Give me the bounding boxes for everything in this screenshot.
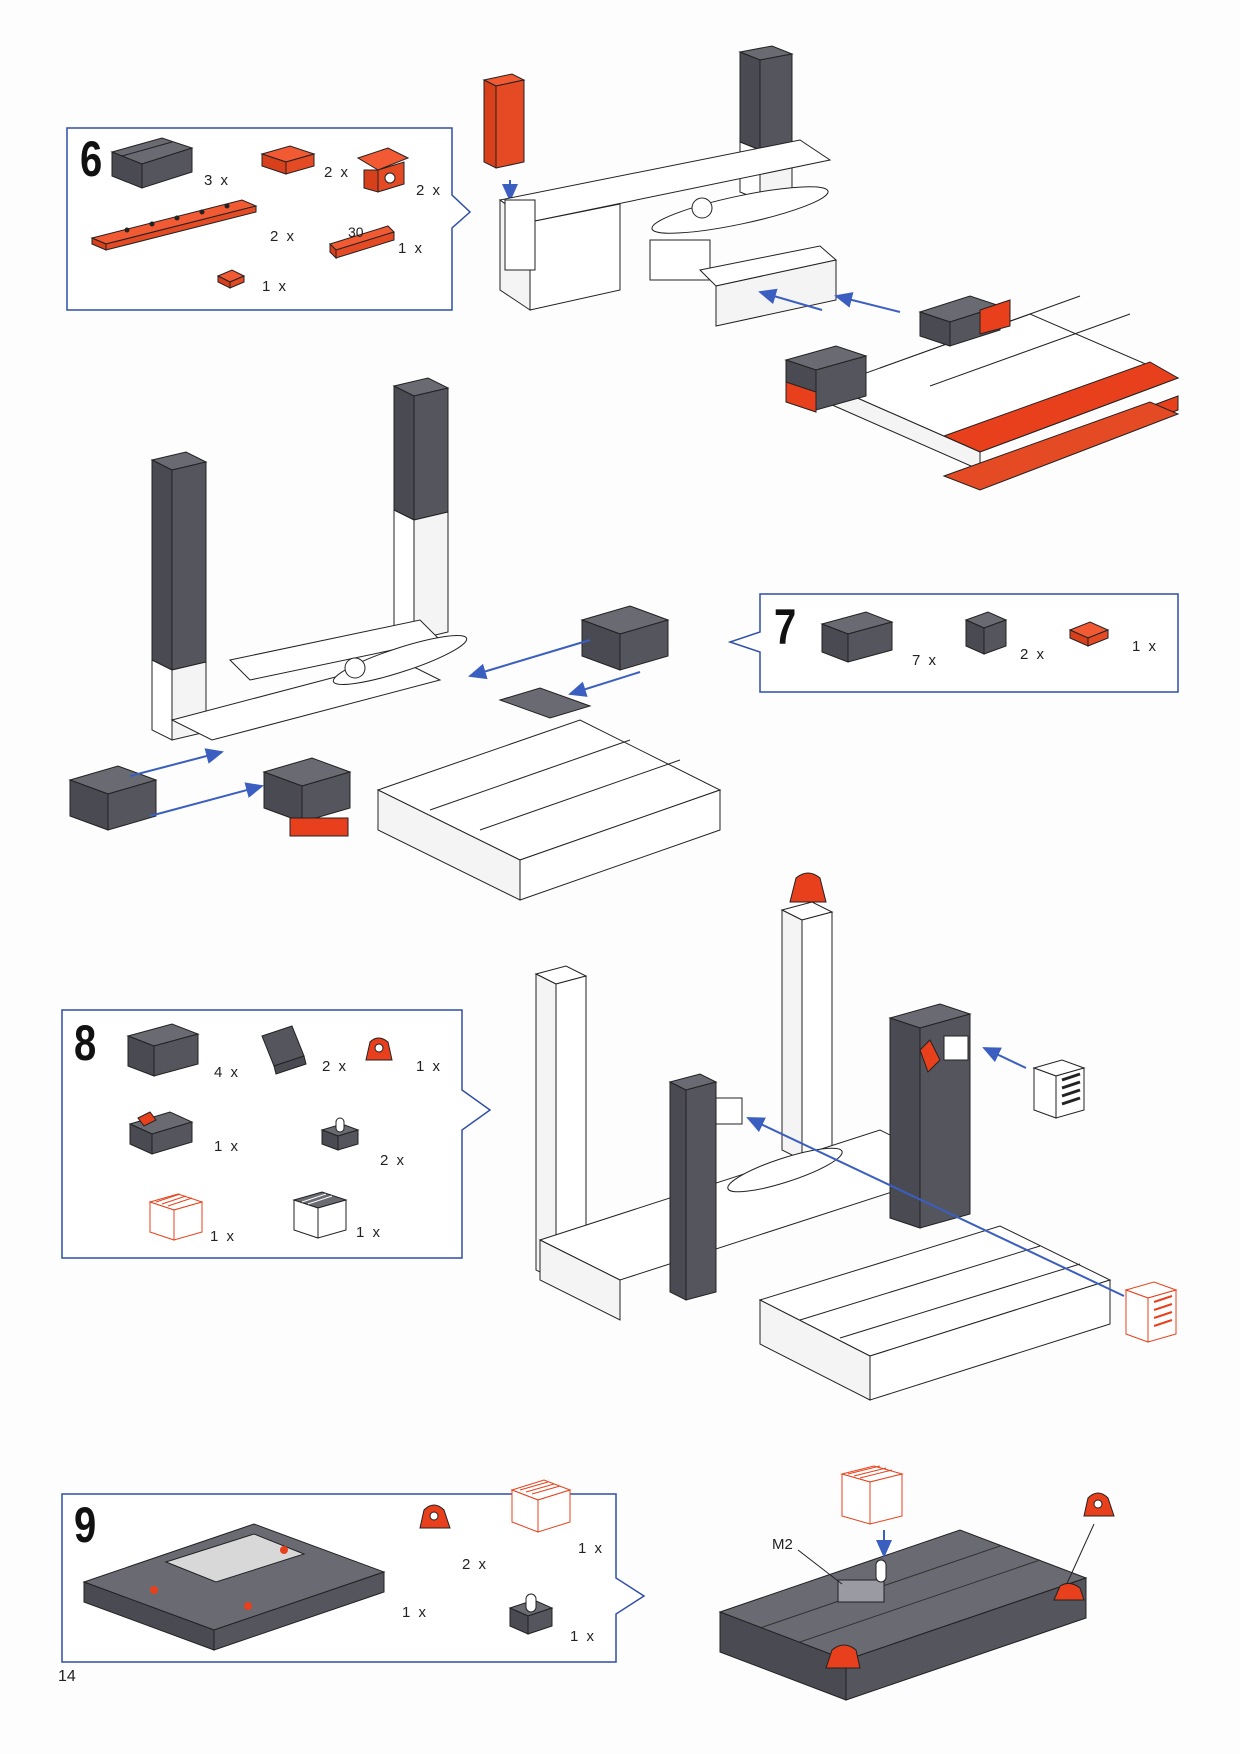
dark-building-block-icon	[126, 1023, 200, 1077]
motor-m2-label: M2	[772, 1536, 793, 1553]
part-quantity: 1 x	[578, 1540, 605, 1557]
part-quantity: 2 x	[462, 1556, 489, 1573]
part-quantity: 1 x	[214, 1138, 241, 1155]
part-quantity: 2 x	[324, 164, 351, 181]
part-quantity: 2 x	[270, 228, 297, 245]
red-light-cap-icon	[510, 1479, 572, 1533]
red-light-cap-icon	[1124, 1281, 1178, 1343]
part-quantity: 1 x	[416, 1058, 443, 1075]
part-quantity: 1 x	[356, 1224, 383, 1241]
rod-length-label: 30	[348, 224, 364, 240]
step-7-number: 7	[774, 599, 797, 655]
part-quantity: 1 x	[262, 278, 289, 295]
step-6-number: 6	[80, 131, 103, 187]
part-quantity: 1 x	[210, 1228, 237, 1245]
red-long-plate-icon	[90, 199, 258, 251]
red-small-clip-icon	[216, 269, 246, 289]
part-quantity: 3 x	[204, 172, 231, 189]
red-flat-tab-icon	[1068, 621, 1110, 647]
step-9-number: 9	[74, 1497, 97, 1553]
lamp-socket-icon	[508, 1593, 554, 1635]
step-7-parts-box	[727, 593, 1179, 693]
part-quantity: 1 x	[1132, 638, 1159, 655]
part-quantity: 1 x	[398, 240, 425, 257]
part-quantity: 4 x	[214, 1064, 241, 1081]
step-8-number: 8	[74, 1015, 97, 1071]
part-quantity: 1 x	[570, 1628, 597, 1645]
red-connector-piece-icon	[260, 145, 316, 175]
page-number: 14	[58, 1668, 76, 1685]
dark-building-block-icon	[110, 137, 194, 189]
dark-light-cap-icon	[1032, 1059, 1086, 1119]
red-rod-30-icon	[329, 225, 395, 260]
red-angle-block-icon	[356, 147, 410, 193]
step-6-assembly	[482, 45, 1180, 491]
part-quantity: 2 x	[1020, 646, 1047, 663]
red-hinge-piece-icon	[1083, 1492, 1115, 1517]
lamp-socket-icon	[320, 1117, 360, 1151]
part-quantity: 2 x	[322, 1058, 349, 1075]
part-quantity: 7 x	[912, 652, 939, 669]
red-hinge-piece-icon	[419, 1504, 451, 1529]
controller-base-icon	[82, 1523, 386, 1651]
step-7-assembly	[68, 377, 722, 901]
part-quantity: 1 x	[402, 1604, 429, 1621]
step-9-assembly	[718, 1465, 1115, 1701]
red-light-cap-icon	[148, 1193, 204, 1241]
dark-angled-block-icon	[261, 1025, 307, 1075]
red-hinge-piece-icon	[365, 1037, 393, 1061]
dark-small-block-icon	[964, 611, 1008, 655]
step-8-assembly	[534, 872, 1178, 1401]
part-quantity: 2 x	[380, 1152, 407, 1169]
dark-building-block-icon	[820, 611, 894, 663]
dark-light-cap-icon	[292, 1191, 348, 1239]
switch-block-icon	[128, 1111, 194, 1155]
red-light-cap-icon	[840, 1465, 904, 1525]
part-quantity: 2 x	[416, 182, 443, 199]
